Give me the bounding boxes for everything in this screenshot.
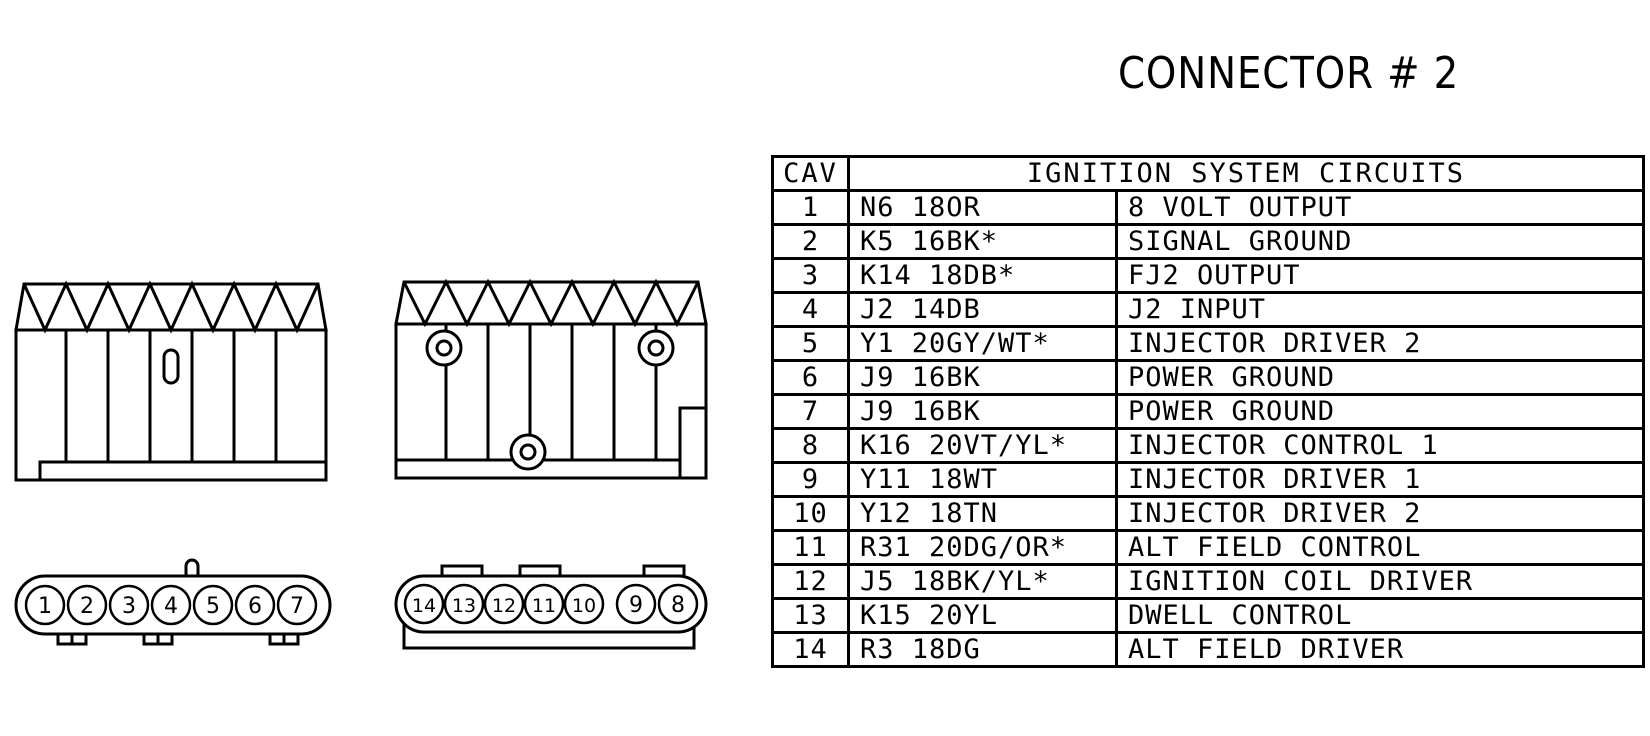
wire-cell: J5 18BK/YL* [847, 563, 1118, 600]
cav-cell: 3 [771, 257, 850, 294]
pin-circle [66, 584, 108, 626]
left-pin-circles [24, 584, 318, 626]
pin-label: 5 [206, 594, 220, 619]
pin-label: 3 [122, 594, 136, 619]
right-pin-circles [403, 583, 699, 625]
pin-label: 8 [671, 593, 685, 618]
mounting-post-icon [425, 329, 463, 367]
pin-circle [403, 583, 445, 625]
wire-cell: K5 16BK* [847, 223, 1118, 260]
function-cell: IGNITION COIL DRIVER [1115, 563, 1645, 600]
wire-cell: Y12 18TN [847, 495, 1118, 532]
function-cell: ALT FIELD DRIVER [1115, 631, 1645, 668]
cav-cell: 8 [771, 427, 850, 464]
connector-title: CONNECTOR # 2 [1118, 48, 1460, 99]
function-cell: INJECTOR CONTROL 1 [1115, 427, 1645, 464]
function-cell: INJECTOR DRIVER 2 [1115, 495, 1645, 532]
pin-circle [108, 584, 150, 626]
wire-cell: R3 18DG [847, 631, 1118, 668]
pin-circle [443, 583, 485, 625]
wire-cell: N6 18OR [847, 189, 1118, 226]
wire-cell: R31 20DG/OR* [847, 529, 1118, 566]
cav-cell: 4 [771, 291, 850, 328]
cav-cell: 9 [771, 461, 850, 498]
function-cell: SIGNAL GROUND [1115, 223, 1645, 260]
cav-cell: 12 [771, 563, 850, 600]
pin-label: 7 [290, 594, 304, 619]
function-cell: FJ2 OUTPUT [1115, 257, 1645, 294]
pin-circle [523, 583, 565, 625]
pin-label: 11 [532, 595, 556, 617]
pin-circle [615, 583, 657, 625]
cav-cell: 11 [771, 529, 850, 566]
cav-cell: 7 [771, 393, 850, 430]
cav-header: CAV [771, 155, 850, 192]
circuits-header: IGNITION SYSTEM CIRCUITS [847, 155, 1645, 192]
function-cell: 8 VOLT OUTPUT [1115, 189, 1645, 226]
function-cell: POWER GROUND [1115, 359, 1645, 396]
left-connector-side-view [14, 280, 328, 482]
function-cell: INJECTOR DRIVER 1 [1115, 461, 1645, 498]
pin-label: 2 [80, 594, 94, 619]
wire-cell: Y11 18WT [847, 461, 1118, 498]
wire-cell: Y1 20GY/WT* [847, 325, 1118, 362]
pin-label: 13 [452, 595, 476, 617]
right-connector-side-view [394, 278, 708, 480]
pin-label: 12 [492, 595, 516, 617]
mounting-post-icon [637, 329, 675, 367]
mounting-post-icon [509, 433, 547, 471]
cav-cell: 1 [771, 189, 850, 226]
pin-circle [276, 584, 318, 626]
pin-label: 6 [248, 594, 262, 619]
wire-cell: J9 16BK [847, 359, 1118, 396]
wire-cell: J9 16BK [847, 393, 1118, 430]
pin-label: 14 [412, 595, 436, 617]
latch-slot [162, 348, 180, 385]
pin-circle [24, 584, 66, 626]
wire-cell: K16 20VT/YL* [847, 427, 1118, 464]
pin-circle [192, 584, 234, 626]
function-cell: POWER GROUND [1115, 393, 1645, 430]
pin-label: 9 [629, 593, 643, 618]
pin-label: 1 [38, 594, 52, 619]
function-cell: DWELL CONTROL [1115, 597, 1645, 634]
pin-circle [483, 583, 525, 625]
wire-cell: J2 14DB [847, 291, 1118, 328]
cav-cell: 6 [771, 359, 850, 396]
pin-label: 4 [164, 594, 178, 619]
pin-circle [563, 583, 605, 625]
cav-cell: 10 [771, 495, 850, 532]
cav-cell: 13 [771, 597, 850, 634]
function-cell: J2 INPUT [1115, 291, 1645, 328]
table-header-row: CAV IGNITION SYSTEM CIRCUITS [771, 155, 1645, 192]
pin-label: 10 [572, 595, 596, 617]
pin-circle [150, 584, 192, 626]
cav-cell: 5 [771, 325, 850, 362]
pin-circle [657, 583, 699, 625]
wire-cell: K14 18DB* [847, 257, 1118, 294]
function-cell: INJECTOR DRIVER 2 [1115, 325, 1645, 362]
cav-cell: 2 [771, 223, 850, 260]
cav-cell: 14 [771, 631, 850, 668]
function-cell: ALT FIELD CONTROL [1115, 529, 1645, 566]
pin-circle [234, 584, 276, 626]
wire-cell: K15 20YL [847, 597, 1118, 634]
